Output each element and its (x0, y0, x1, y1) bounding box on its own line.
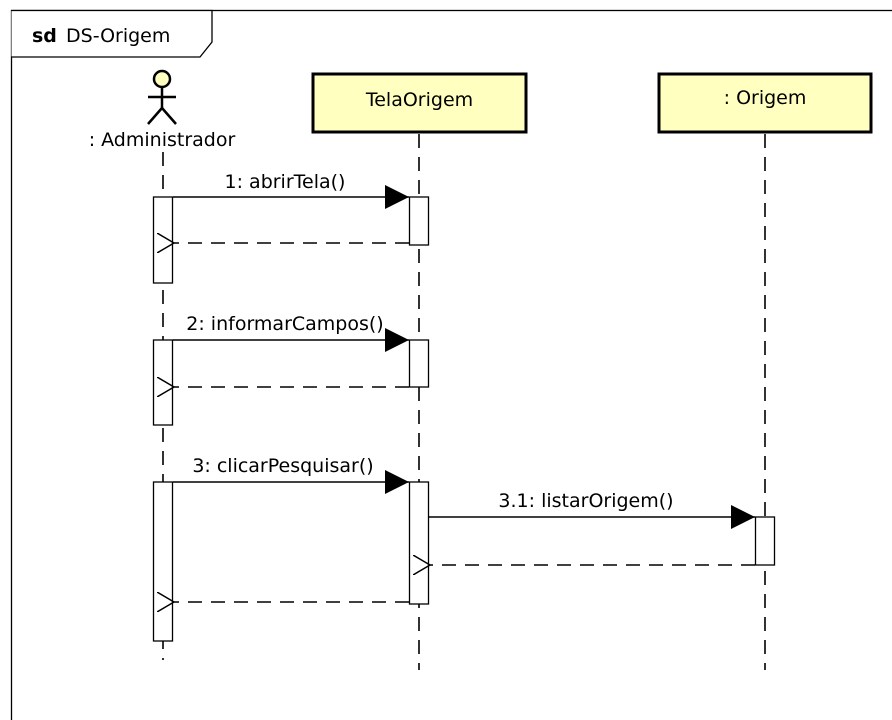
activation-bar (152, 196, 174, 284)
lifeline-label-telaorigem: TelaOrigem (365, 89, 473, 111)
activation-bar (408, 339, 430, 388)
message-label: 3: clicarPesquisar() (192, 455, 373, 477)
lifeline-box-origem (657, 72, 873, 134)
actor-administrador (147, 69, 177, 125)
activation-bar (408, 196, 430, 246)
message-label: 2: informarCampos() (186, 313, 383, 335)
activation-bar (152, 481, 174, 642)
lifeline-box-telaorigem (311, 72, 528, 134)
actor-head (152, 69, 172, 89)
activation-bar (754, 516, 776, 566)
message-label: 3.1: listarOrigem() (498, 490, 673, 512)
lifeline-label-origem: : Origem (724, 87, 807, 109)
frame-tab (11, 9, 213, 58)
frame-keyword: sd (32, 25, 57, 47)
activation-bar (408, 481, 430, 605)
frame-name: DS-Origem (66, 25, 170, 47)
message-label: 1: abrirTela() (225, 171, 346, 193)
actor-label: : Administrador (89, 129, 236, 151)
activation-bar (152, 339, 174, 426)
